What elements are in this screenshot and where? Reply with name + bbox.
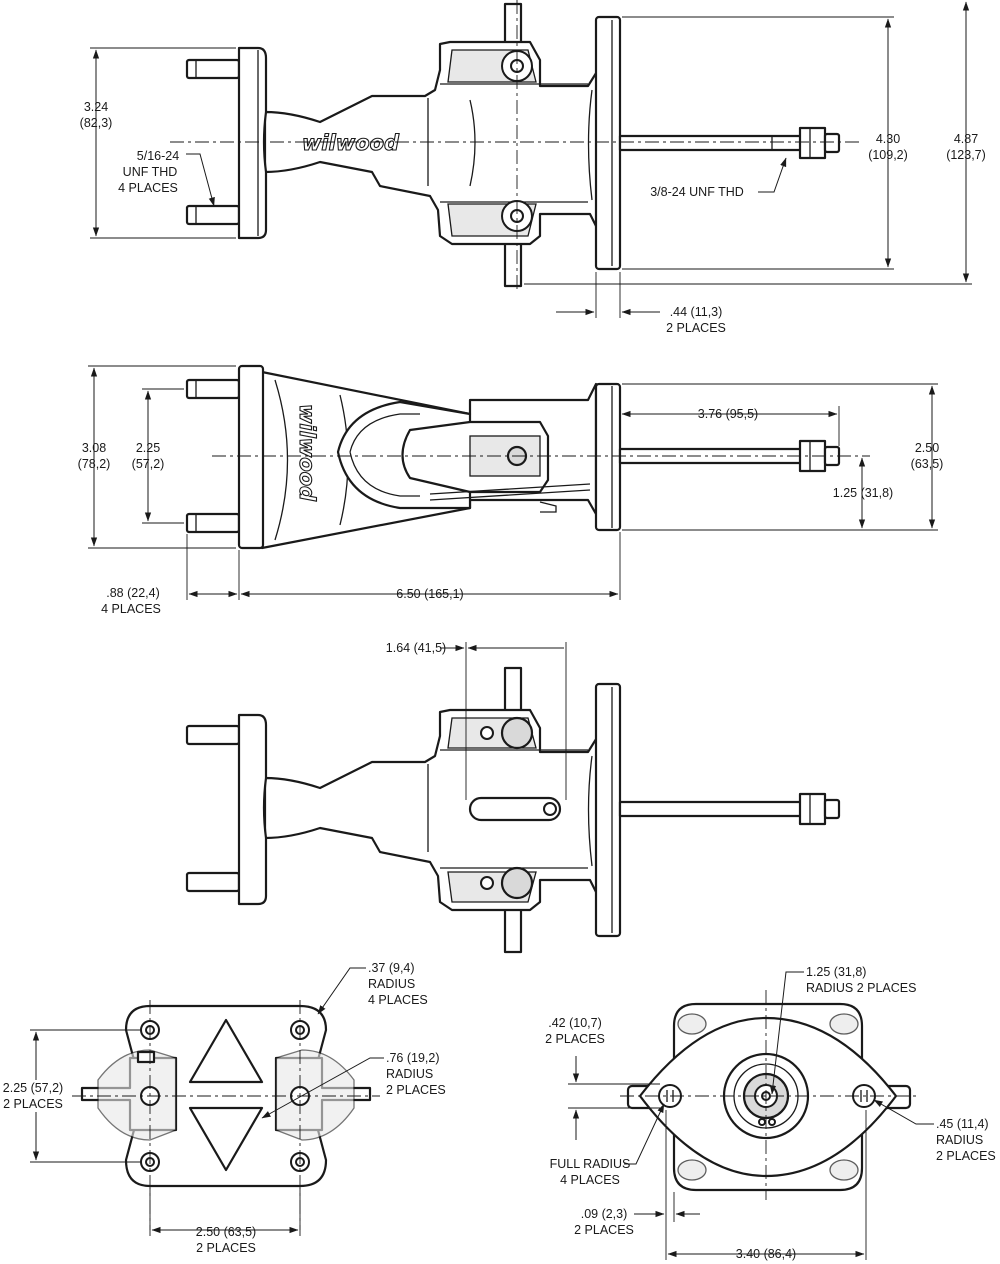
pivot-bolt-hole	[500, 716, 534, 750]
dim-label: 5/16-24	[137, 149, 179, 163]
dim-label: .76 (19,2)	[386, 1051, 440, 1065]
dimensions-top: 3.24 (82,3) 5/16-24 UNF THD 4 PLACES 4.3…	[80, 1, 986, 335]
mounting-flange	[237, 364, 265, 550]
dimensions-end-left: 2.25 (57,2) 2 PLACES .37 (9,4) RADIUS 4 …	[3, 961, 446, 1255]
dim-label: .37 (9,4)	[368, 961, 415, 975]
top-view: wilwood 3.24 (82,3) 5/16-24 UNF THD 4 PL…	[80, 0, 986, 335]
jam-nut	[798, 126, 827, 160]
brand-logo: wilwood	[302, 131, 400, 155]
dim-label: (78,2)	[78, 457, 111, 471]
dim-label: FULL RADIUS	[550, 1157, 631, 1171]
dim-label: RADIUS	[368, 977, 415, 991]
mounting-flange	[237, 46, 268, 240]
dim-label: RADIUS	[936, 1133, 983, 1147]
dim-label: .88 (22,4)	[106, 586, 160, 600]
dim-label: 3.08	[82, 441, 106, 455]
dim-label: 1.25 (31,8)	[833, 486, 893, 500]
dim-label: 2 PLACES	[574, 1223, 634, 1237]
dim-label: .42 (10,7)	[548, 1016, 602, 1030]
dim-label: 4 PLACES	[118, 181, 178, 195]
dimensions-bottom: 1.64 (41,5)	[386, 641, 567, 800]
dim-label: 4.30	[876, 132, 900, 146]
adjustment-slot	[468, 796, 562, 822]
mounting-flange	[237, 713, 268, 906]
dim-label: 2.50 (63,5)	[196, 1225, 256, 1239]
dim-label: 3.76 (95,5)	[698, 407, 758, 421]
dim-label: 2 PLACES	[3, 1097, 63, 1111]
pushrod	[618, 800, 804, 818]
dimensions-end-right: 1.25 (31,8) RADIUS 2 PLACES .42 (10,7) 2…	[545, 965, 996, 1261]
dim-label: 3.24	[84, 100, 108, 114]
reservoir-flange	[594, 382, 622, 532]
dim-label: 4 PLACES	[368, 993, 428, 1007]
dim-label: .45 (11,4)	[936, 1117, 989, 1131]
dim-label: (109,2)	[868, 148, 908, 162]
dim-label: 6.50 (165,1)	[396, 587, 463, 601]
dim-label: RADIUS 2 PLACES	[806, 981, 916, 995]
dim-label: .44 (11,3)	[670, 305, 723, 319]
bleeder	[136, 1050, 156, 1064]
reservoir-flange	[594, 15, 622, 271]
dim-label: 2 PLACES	[666, 321, 726, 335]
dimensions-side: 3.08 (78,2) 2.25 (57,2) 3.76 (95,5) 2.50…	[78, 365, 944, 616]
dim-label: UNF THD	[123, 165, 178, 179]
dim-label: 2.50	[915, 441, 939, 455]
dim-label: (82,3)	[80, 116, 113, 130]
side-view: wilwood 3.08 (78,2) 2.25 (57,2) 3.76 (95…	[78, 364, 944, 616]
dim-label: RADIUS	[386, 1067, 433, 1081]
dim-label: 4.87	[954, 132, 978, 146]
mounting-studs	[185, 378, 241, 400]
dim-label: 3/8-24 UNF THD	[650, 185, 744, 199]
dim-label: 4 PLACES	[101, 602, 161, 616]
dim-label: 2 PLACES	[936, 1149, 996, 1163]
dim-label: 2 PLACES	[386, 1083, 446, 1097]
reservoir-flange	[594, 682, 622, 938]
dim-label: 4 PLACES	[560, 1173, 620, 1187]
end-view-right: 1.25 (31,8) RADIUS 2 PLACES .42 (10,7) 2…	[545, 965, 996, 1261]
lightening-pocket	[188, 1018, 264, 1084]
dim-label: 1.25 (31,8)	[806, 965, 866, 979]
end-view-left: 2.25 (57,2) 2 PLACES .37 (9,4) RADIUS 4 …	[3, 961, 446, 1255]
dim-label: 2 PLACES	[196, 1241, 256, 1255]
dim-label: 1.64 (41,5)	[386, 641, 446, 655]
dim-label: (123,7)	[946, 148, 986, 162]
bottom-view: 1.64 (41,5)	[185, 641, 841, 954]
dim-label: .09 (2,3)	[581, 1207, 628, 1221]
mounting-studs	[185, 724, 241, 746]
dim-label: (57,2)	[132, 457, 165, 471]
dim-label: 2 PLACES	[545, 1032, 605, 1046]
dim-label: 2.25	[136, 441, 160, 455]
jam-nut	[798, 792, 827, 826]
dim-label: (63,5)	[911, 457, 944, 471]
dim-label: 3.40 (86,4)	[736, 1247, 796, 1261]
dim-label: 2.25 (57,2)	[3, 1081, 63, 1095]
brand-logo: wilwood	[295, 404, 319, 502]
pushrod	[618, 134, 804, 152]
